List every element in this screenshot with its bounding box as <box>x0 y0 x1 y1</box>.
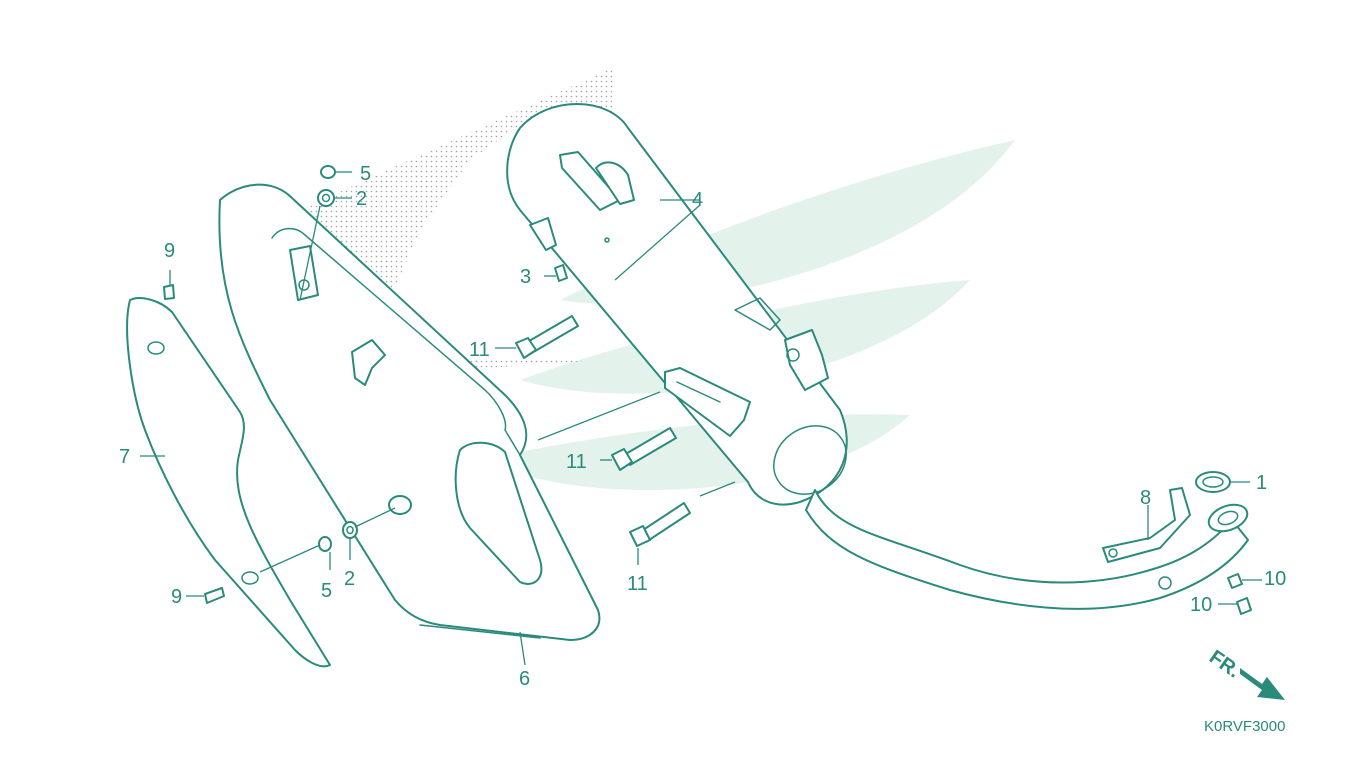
callout-10-upper: 10 <box>1264 568 1286 590</box>
screw-top[interactable] <box>163 284 175 300</box>
callout-9-bottom: 9 <box>171 586 182 608</box>
flange-bolt-bottom[interactable] <box>629 502 691 547</box>
pipe-bracket[interactable] <box>1102 487 1191 563</box>
callout-6: 6 <box>519 668 530 690</box>
callout-10-lower: 10 <box>1190 594 1212 616</box>
exhaust-pipe[interactable] <box>805 489 1251 610</box>
diagram-reference-code: K0RVF3000 <box>1204 718 1285 735</box>
front-arrow-icon <box>1240 668 1285 700</box>
muffler-body[interactable] <box>506 103 859 508</box>
flange-bolt-top[interactable] <box>515 315 579 359</box>
heat-shield-cover[interactable] <box>126 297 331 668</box>
callout-5-bottom: 5 <box>321 580 332 602</box>
leader-lines <box>140 171 1262 666</box>
callout-5-top: 5 <box>360 163 371 185</box>
front-direction-indicator: FR. <box>1205 646 1285 700</box>
callout-9-top: 9 <box>164 240 175 262</box>
joint-nut-upper[interactable] <box>1227 573 1243 589</box>
callout-11-middle: 11 <box>566 451 587 473</box>
callout-2-bottom: 2 <box>344 568 355 590</box>
callout-8: 8 <box>1140 487 1151 509</box>
mounting-clip[interactable] <box>554 264 568 282</box>
callout-11-bottom: 11 <box>627 573 648 595</box>
callout-4: 4 <box>692 189 703 211</box>
joint-nut-lower[interactable] <box>1236 597 1252 615</box>
washer-bottom[interactable] <box>318 536 332 552</box>
rubber-collar-bottom[interactable] <box>342 521 358 539</box>
screw-bottom[interactable] <box>204 587 225 604</box>
exhaust-gasket[interactable] <box>1195 471 1231 493</box>
washer-top[interactable] <box>320 165 336 179</box>
callout-11-top: 11 <box>469 339 490 361</box>
callout-7: 7 <box>119 446 130 468</box>
front-direction-label: FR. <box>1205 646 1244 683</box>
flange-bolt-middle[interactable] <box>611 427 677 471</box>
callout-1: 1 <box>1256 472 1267 494</box>
callout-2-top: 2 <box>356 188 367 210</box>
muffler-protector[interactable] <box>218 183 601 641</box>
callout-3: 3 <box>520 266 531 288</box>
rubber-collar-top[interactable] <box>317 189 335 207</box>
